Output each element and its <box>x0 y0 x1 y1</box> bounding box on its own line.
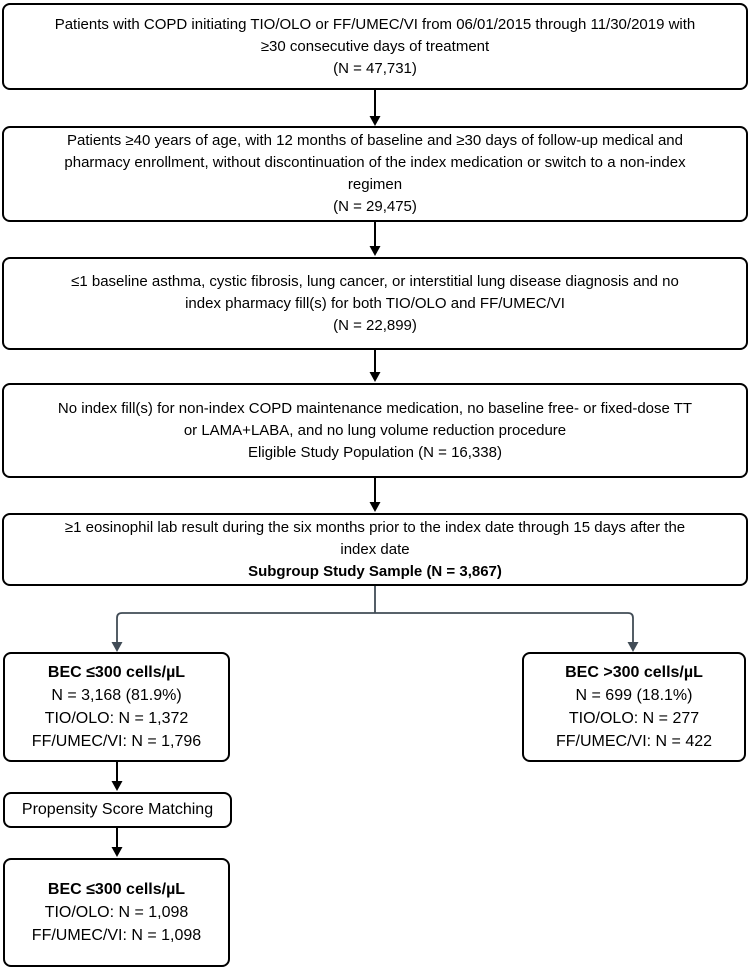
flow-box-copd-initiators: Patients with COPD initiating TIO/OLO or… <box>2 3 748 90</box>
box-count-line: Subgroup Study Sample (N = 3,867) <box>248 562 502 580</box>
box-text-line: regimen <box>347 176 403 193</box>
box-count-line: TIO/OLO: N = 1,098 <box>44 904 189 921</box>
flow-box-subgroup-sample: ≥1 eosinophil lab result during the six … <box>2 513 748 586</box>
box-count-line: TIO/OLO: N = 1,372 <box>44 710 189 727</box>
box-text-line: ≥1 eosinophil lab result during the six … <box>64 518 686 536</box>
box-text-line: ≤1 baseline asthma, cystic fibrosis, lun… <box>71 272 679 290</box>
flow-box-bec-gt300: BEC >300 cells/µL N = 699 (18.1%) TIO/OL… <box>522 652 746 762</box>
box-count-line: FF/UMEC/VI: N = 1,796 <box>31 733 202 750</box>
down-arrow <box>369 222 381 256</box>
box-count-line: (N = 47,731) <box>333 59 417 77</box>
down-arrow <box>369 350 381 382</box>
box-count-line: TIO/OLO: N = 277 <box>568 710 700 727</box>
box-title-line: BEC >300 cells/µL <box>565 664 703 681</box>
down-arrow <box>369 478 381 512</box>
box-title-line: BEC ≤300 cells/µL <box>47 664 186 681</box>
box-count-line: FF/UMEC/VI: N = 422 <box>555 733 713 750</box>
flow-box-diagnosis-exclusions: ≤1 baseline asthma, cystic fibrosis, lun… <box>2 257 748 350</box>
box-text-line: pharmacy enrollment, without discontinua… <box>64 154 686 171</box>
box-text-line: index pharmacy fill(s) for both TIO/OLO … <box>185 294 565 312</box>
box-text-line: No index fill(s) for non-index COPD main… <box>57 399 693 417</box>
box-count-line: N = 3,168 (81.9%) <box>51 687 182 704</box>
down-arrow <box>111 828 123 857</box>
box-text-line: Patients ≥40 years of age, with 12 month… <box>67 132 683 149</box>
box-text-line: or LAMA+LABA, and no lung volume reducti… <box>183 421 567 439</box>
box-title-line: BEC ≤300 cells/µL <box>47 881 186 898</box>
box-count-line: N = 699 (18.1%) <box>575 687 693 704</box>
flow-box-age-enrollment: Patients ≥40 years of age, with 12 month… <box>2 126 748 222</box>
branch-connector <box>111 586 639 652</box>
flow-box-bec-le300-matched: BEC ≤300 cells/µL TIO/OLO: N = 1,098 FF/… <box>3 858 230 967</box>
box-text-line: index date <box>340 540 410 558</box>
box-count-line: (N = 22,899) <box>333 316 417 334</box>
down-arrow <box>369 90 381 126</box>
box-text-line: Patients with COPD initiating TIO/OLO or… <box>54 15 696 33</box>
box-text-line: Propensity Score Matching <box>21 801 214 818</box>
flow-box-bec-le300: BEC ≤300 cells/µL N = 3,168 (81.9%) TIO/… <box>3 652 230 762</box>
flow-box-eligible-population: No index fill(s) for non-index COPD main… <box>2 383 748 478</box>
box-count-line: (N = 29,475) <box>333 198 417 215</box>
box-count-line: Eligible Study Population (N = 16,338) <box>248 443 502 461</box>
box-count-line: FF/UMEC/VI: N = 1,098 <box>31 927 202 944</box>
down-arrow <box>111 762 123 791</box>
flow-box-propensity-matching: Propensity Score Matching <box>3 792 232 828</box>
box-text-line: ≥30 consecutive days of treatment <box>260 37 490 55</box>
